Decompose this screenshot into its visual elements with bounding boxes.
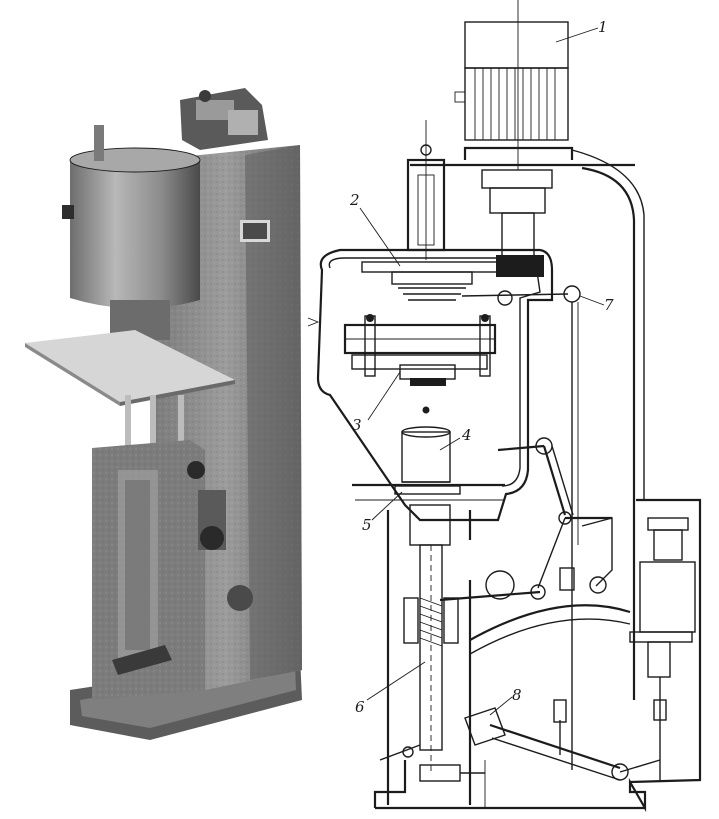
callout-3: 3 [352,416,362,434]
callout-5: 5 [362,516,372,534]
seaming-head-housing [316,248,554,522]
photo-work-table [25,330,235,402]
photo-foot-pedal [112,645,172,675]
photo-seaming-head-drum [70,150,200,309]
electric-motor [454,21,569,141]
callout-2: 2 [349,191,360,209]
pedal-drive-column [629,498,702,784]
callout-1: 1 [598,18,608,36]
machine-schematic [307,0,702,813]
callout-labels: 1 2 3 4 5 6 7 8 [349,18,614,716]
lower-cam [485,570,515,600]
machine-photograph [25,88,302,740]
cam-lever-linkage [439,285,613,770]
callout-4: 4 [461,426,472,444]
upper-frame [463,146,574,160]
schematic-base [373,744,647,813]
lifting-table [352,483,505,501]
callout-leader-lines [359,27,605,716]
callout-6: 6 [355,698,365,716]
callout-7: 7 [604,296,614,314]
photo-control-knob [187,461,205,479]
callout-8: 8 [512,686,522,704]
pedal-lever-weight [464,699,661,781]
lift-rod-housing [386,504,631,805]
can-body [401,426,451,483]
seaming-disc [361,261,498,301]
seaming-rollers-assembly [343,314,497,386]
